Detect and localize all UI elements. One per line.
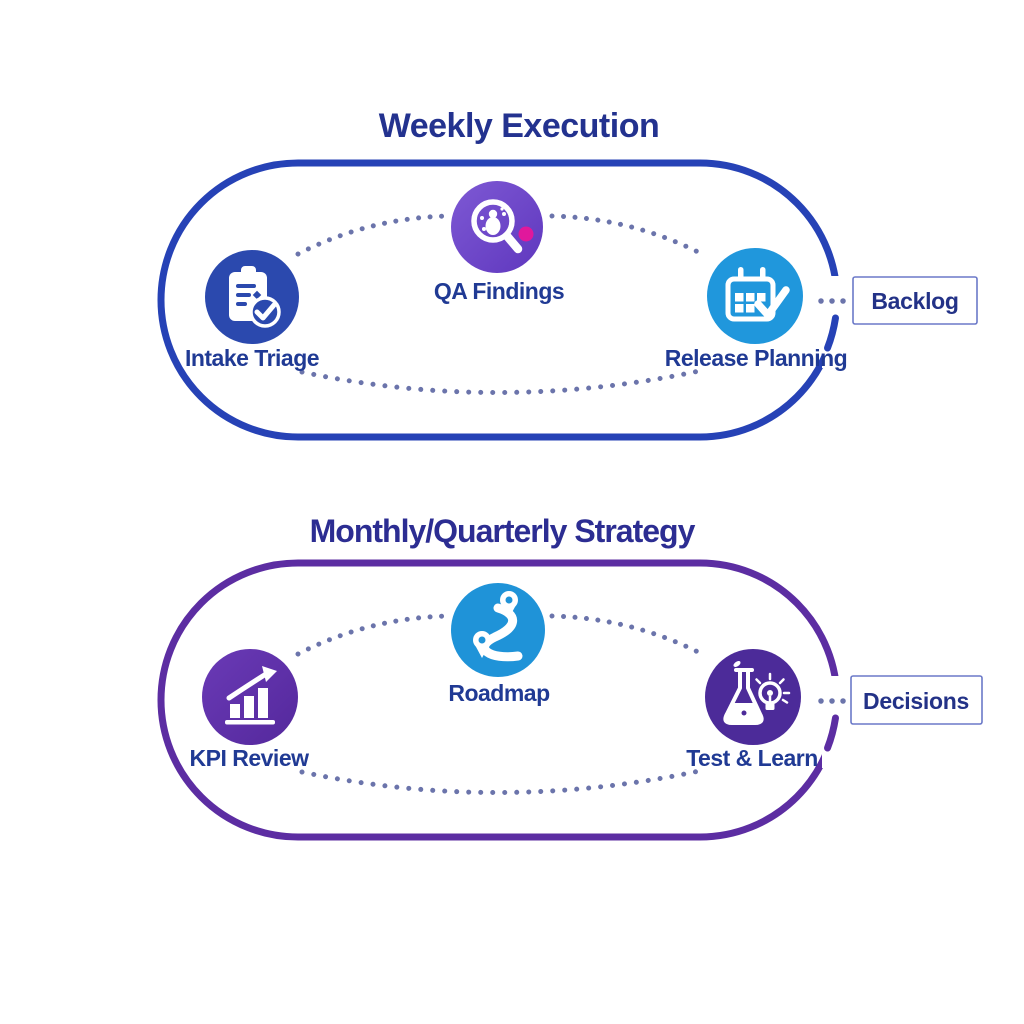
decisions-label: Decisions	[863, 688, 969, 714]
route-map-pins-icon	[451, 583, 545, 677]
bar-chart-growth-icon	[202, 649, 298, 745]
weekly-title: Weekly Execution	[379, 107, 660, 145]
backlog-box: Backlog	[852, 276, 978, 325]
node-label-qa-findings: QA Findings	[434, 278, 564, 304]
clipboard-check-icon	[205, 250, 299, 344]
node-label-release-planning: Release Planning	[665, 345, 847, 371]
strategy-title: Monthly/Quarterly Strategy	[310, 513, 696, 549]
decisions-box: Decisions	[850, 675, 983, 725]
node-label-test-learn: Test & Learn	[686, 745, 818, 771]
calendar-check-icon	[707, 248, 803, 344]
node-label-roadmap: Roadmap	[448, 680, 550, 706]
strategy-arc-left-dotted	[295, 613, 451, 657]
weekly-ring-dash	[824, 314, 839, 352]
node-label-intake-triage: Intake Triage	[185, 345, 319, 371]
magnifier-search-person-icon	[451, 181, 543, 273]
weekly-arc-left-dotted	[295, 213, 451, 257]
weekly-arc-bottom-dotted	[299, 367, 707, 395]
strategy-arc-bottom-dotted	[299, 767, 707, 795]
weekly-arc-right-dotted	[549, 213, 705, 257]
qa-accent-dot	[518, 226, 534, 242]
strategy-ring-dash	[824, 714, 839, 752]
strategy-arc-right-dotted	[549, 613, 705, 657]
flask-lightbulb-icon	[705, 649, 801, 745]
backlog-label: Backlog	[871, 288, 958, 314]
node-label-kpi-review: KPI Review	[190, 745, 310, 771]
